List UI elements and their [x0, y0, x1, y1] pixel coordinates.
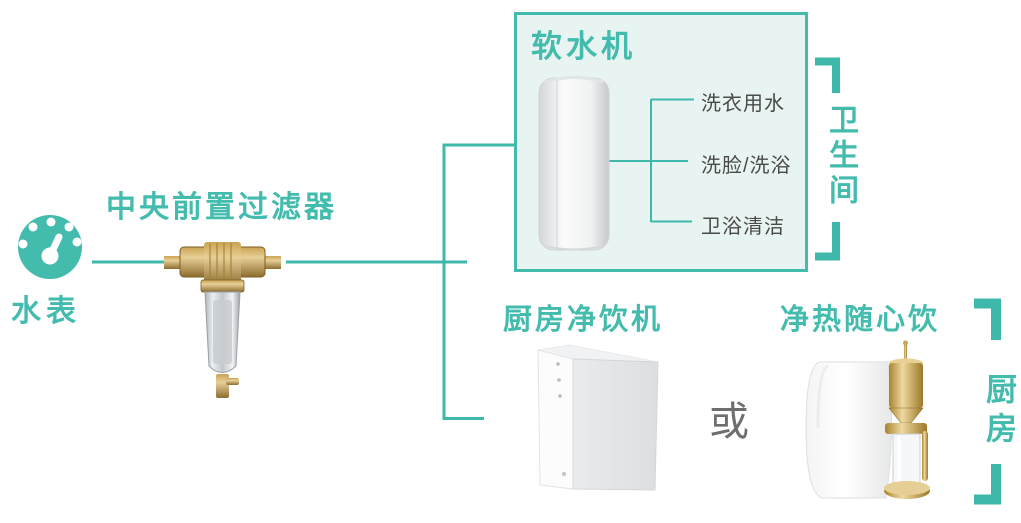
hot-dispenser-title: 净热随心饮: [780, 304, 941, 336]
bathroom-bracket-bottom: [815, 222, 840, 261]
kitchen-purifier-image: [537, 344, 659, 491]
pre-filter-title: 中央前置过滤器: [106, 191, 337, 224]
water-meter-label: 水表: [11, 295, 81, 328]
output-label-laundry: 洗衣用水: [701, 93, 785, 115]
pre-filter-image: [164, 242, 281, 398]
kitchen-purifier-title: 厨房净饮机: [503, 304, 664, 336]
bathroom-bracket-top: [815, 57, 840, 93]
pipe-branch-to-softener: [442, 143, 515, 420]
output-label-washing: 洗脸/洗浴: [701, 155, 792, 177]
kitchen-bracket-bottom: [974, 464, 1001, 505]
water-meter-icon: [18, 215, 82, 279]
bathroom-zone-label: 卫生间: [824, 104, 857, 209]
output-label-cleaning: 卫浴清洁: [701, 216, 785, 238]
or-label: 或: [709, 400, 749, 444]
kitchen-zone-label: 厨房: [981, 373, 1016, 451]
softener-title: 软水机: [531, 29, 636, 64]
hot-dispenser-image: [805, 340, 930, 499]
kitchen-bracket-top: [974, 298, 1001, 340]
